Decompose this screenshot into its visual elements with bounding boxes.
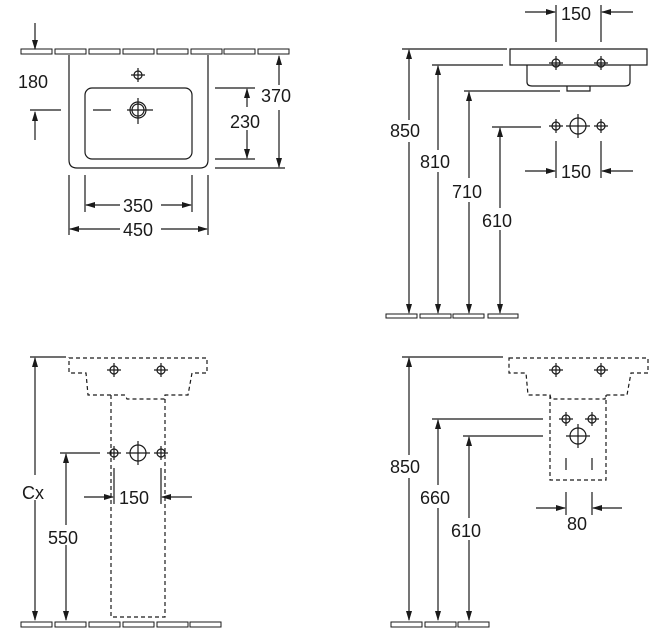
tap-hole-icon — [593, 362, 609, 378]
top-view: 180 230 370 350 450 — [18, 23, 291, 240]
basin-outline — [68, 55, 209, 169]
basin-dashed-outline — [68, 357, 208, 400]
dim-tap-spacing-top: 150 — [561, 4, 591, 24]
tap-hole-icon — [106, 362, 122, 378]
floor-tiles — [390, 621, 490, 628]
dim-supply-height: 660 — [420, 488, 450, 508]
dim-waste-height: 610 — [451, 521, 481, 541]
dim-bowl-width: 350 — [123, 196, 153, 216]
dim-supply-spacing: 150 — [561, 162, 591, 182]
tap-hole-icon — [593, 55, 609, 71]
basin-bowl — [84, 87, 193, 160]
drain-icon — [127, 98, 153, 124]
pedestal-view: Cx 550 150 — [20, 356, 222, 628]
supply-valve-icon — [593, 118, 609, 134]
dim-supply-spacing: 80 — [567, 514, 587, 534]
supply-valve-icon — [584, 411, 600, 427]
dim-drain-offset: 180 — [18, 72, 48, 92]
waste-outlet-icon — [125, 440, 151, 466]
basin-side-profile — [509, 48, 648, 92]
tap-hole-icon — [548, 55, 564, 71]
tap-hole-icon — [153, 362, 169, 378]
wall-tiles — [20, 48, 290, 55]
supply-valve-icon — [558, 411, 574, 427]
dim-width: 450 — [123, 220, 153, 240]
dim-bottom-height: 710 — [452, 182, 482, 202]
dim-supply-height: 610 — [482, 211, 512, 231]
dim-rim-height: 850 — [390, 457, 420, 477]
dim-bowl-depth: 230 — [230, 112, 260, 132]
floor-tiles — [20, 621, 222, 628]
supply-valve-icon — [106, 445, 122, 461]
supply-valve-icon — [153, 445, 169, 461]
basin-dashed-outline — [508, 357, 649, 400]
dim-underside-height: 810 — [420, 152, 450, 172]
dim-rim-height: 850 — [390, 121, 420, 141]
floor-tiles — [385, 313, 519, 319]
semi-pedestal-dashed-outline — [549, 395, 607, 481]
tap-hole-icon — [130, 67, 146, 83]
waste-outlet-icon — [565, 113, 591, 139]
waste-outlet-icon — [565, 423, 591, 449]
dim-supply-spacing: 150 — [119, 488, 149, 508]
dim-depth: 370 — [261, 86, 291, 106]
semi-pedestal-view: 850 660 610 80 — [390, 356, 649, 628]
supply-valve-icon — [548, 118, 564, 134]
dim-supply-height: 550 — [48, 528, 78, 548]
side-view: 150 850 810 710 610 150 — [385, 4, 648, 319]
pedestal-dashed-outline — [110, 395, 166, 618]
dim-rim-height: Cx — [22, 483, 44, 503]
tap-hole-icon — [548, 362, 564, 378]
